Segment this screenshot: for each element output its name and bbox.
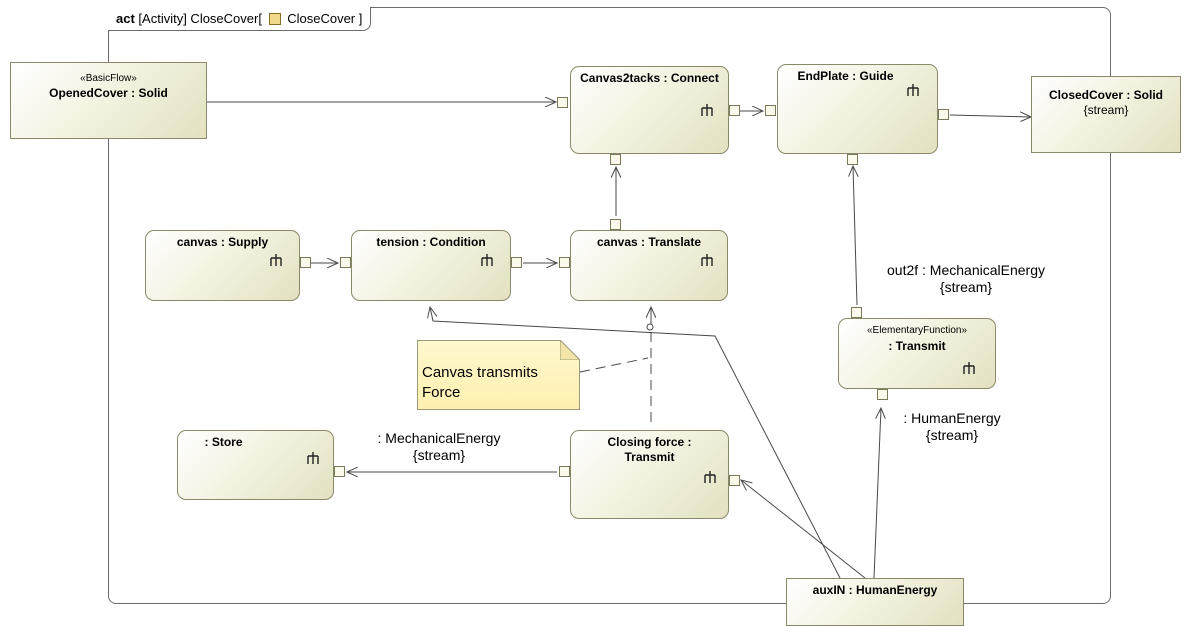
tension-output-pin[interactable] (511, 257, 522, 268)
out2f-label: out2f : MechanicalEnergy {stream} (858, 262, 1074, 296)
store-input-pin[interactable] (334, 466, 345, 477)
opened-cover-stereotype: «BasicFlow» (80, 73, 137, 84)
edge-auxin-to-transmit (873, 408, 881, 579)
closing-force-input-pin[interactable] (559, 466, 570, 477)
edge-endplate-to-closedcover (949, 115, 1031, 117)
edge-transmit-to-endplate (853, 166, 857, 306)
mechanical-energy-label-line1: : MechanicalEnergy (377, 430, 501, 446)
canvas-translate-input-pin[interactable] (559, 257, 570, 268)
rake-icon (704, 471, 716, 483)
store-title: : Store (204, 435, 243, 449)
canvas2tacks-title: Canvas2tacks : Connect (580, 71, 719, 85)
transmit-node[interactable]: «ElementaryFunction» : Transmit (838, 318, 996, 389)
diagram-frame (108, 7, 1111, 604)
opened-cover-node[interactable]: «BasicFlow» OpenedCover : Solid (10, 62, 207, 139)
out2f-label-line2: {stream} (939, 279, 993, 295)
closed-cover-stream: {stream} (1083, 103, 1129, 117)
rake-icon (481, 254, 493, 266)
human-energy-label: : HumanEnergy {stream} (892, 410, 1012, 444)
canvas2tacks-input-pin[interactable] (557, 97, 568, 108)
rake-icon (907, 84, 919, 96)
closed-cover-node[interactable]: ClosedCover : Solid {stream} (1031, 76, 1181, 153)
human-energy-label-line2: {stream} (925, 427, 979, 443)
tension-node[interactable]: tension : Condition (351, 230, 511, 301)
mechanical-energy-label: : MechanicalEnergy {stream} (355, 430, 523, 464)
endplate-title: EndPlate : Guide (797, 69, 894, 83)
rake-icon (701, 254, 713, 266)
closed-cover-title: ClosedCover : Solid (1048, 88, 1164, 102)
transmit-bottom-pin[interactable] (877, 389, 888, 400)
canvas2tacks-output-pin[interactable] (729, 105, 740, 116)
rake-icon (307, 452, 319, 464)
note-fold-corner (560, 340, 580, 360)
canvas-translate-title: canvas : Translate (596, 235, 702, 249)
note-anchor-line (579, 357, 649, 373)
rake-icon (270, 254, 282, 266)
frame-ref: CloseCover (287, 11, 356, 26)
endplate-output-pin[interactable] (938, 109, 949, 120)
frame-close: ] (358, 11, 363, 26)
transmit-title: : Transmit (888, 339, 946, 353)
rake-icon (963, 362, 975, 374)
canvas-supply-output-pin[interactable] (300, 257, 311, 268)
edge-auxin-to-tension (430, 307, 841, 579)
transmit-top-pin[interactable] (851, 307, 862, 318)
tension-title: tension : Condition (376, 235, 486, 249)
out2f-label-line1: out2f : MechanicalEnergy (887, 262, 1045, 278)
tension-input-pin[interactable] (340, 257, 351, 268)
endplate-input-pin[interactable] (765, 105, 776, 116)
store-node[interactable]: : Store (177, 430, 334, 500)
closing-force-node[interactable]: Closing force : Transmit (570, 430, 729, 519)
comment-note-text: Canvas transmits Force (422, 364, 538, 401)
aux-in-node[interactable]: auxIN : HumanEnergy (786, 578, 964, 626)
canvas-supply-title: canvas : Supply (176, 235, 269, 249)
frame-title: [Activity] CloseCover[ (138, 11, 262, 26)
canvas-supply-node[interactable]: canvas : Supply (145, 230, 300, 301)
endplate-node[interactable]: EndPlate : Guide (777, 64, 938, 154)
closing-force-title: Closing force : Transmit (607, 435, 692, 464)
transmit-stereotype: «ElementaryFunction» (866, 325, 968, 336)
canvas2tacks-bottom-pin[interactable] (610, 154, 621, 165)
human-energy-label-line1: : HumanEnergy (903, 410, 1001, 426)
mechanical-energy-label-line2: {stream} (412, 447, 466, 463)
rake-icon (701, 104, 713, 116)
closing-force-output-pin[interactable] (729, 475, 740, 486)
aux-in-title: auxIN : HumanEnergy (812, 583, 938, 597)
edge-crossing-hop (646, 323, 654, 331)
frame-header: act [Activity] CloseCover[ CloseCover ] (108, 7, 372, 31)
frame-kind: act (116, 11, 135, 26)
activity-diagram-icon (268, 13, 281, 25)
comment-note[interactable]: Canvas transmits Force (417, 340, 580, 410)
canvas-translate-top-pin[interactable] (610, 219, 621, 230)
edge-auxin-to-closingforce (741, 480, 866, 579)
endplate-bottom-pin[interactable] (847, 154, 858, 165)
opened-cover-title: OpenedCover : Solid (49, 86, 168, 100)
